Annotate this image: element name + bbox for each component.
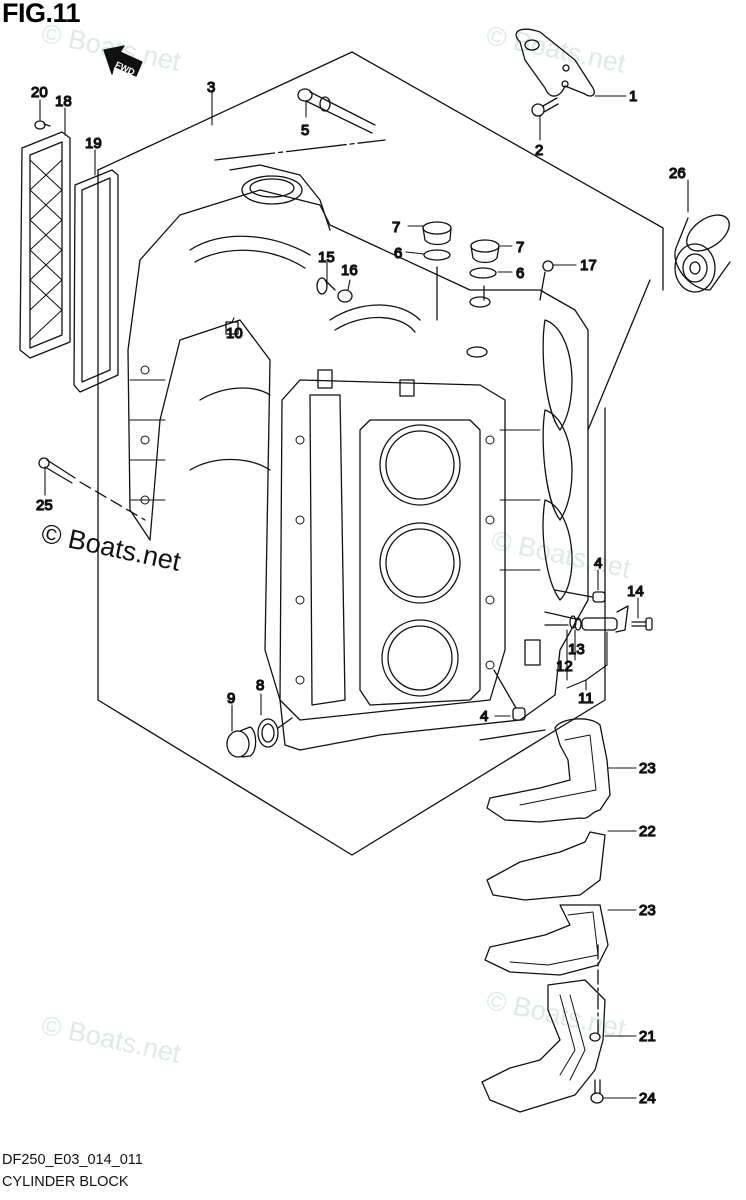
part-7-plug <box>422 221 452 246</box>
callout-6: 6 <box>516 265 524 282</box>
callout-6: 6 <box>394 245 402 262</box>
part-24-bolt <box>590 1079 604 1104</box>
leader-lines <box>39 91 689 1099</box>
callout-11: 11 <box>578 690 594 707</box>
part-8-gasket <box>257 718 279 748</box>
part-6-o-ring <box>469 267 497 279</box>
part-26-oil-filter <box>674 214 731 293</box>
part-4-plug <box>592 591 606 603</box>
callout-24: 24 <box>639 1090 656 1107</box>
callout-13: 13 <box>568 641 585 658</box>
part-2-bolt <box>531 97 559 117</box>
part-19-gasket <box>73 169 119 393</box>
part-1-bracket <box>515 28 595 97</box>
callout-8: 8 <box>256 677 264 694</box>
callout-7: 7 <box>516 239 524 256</box>
cylinder-block <box>127 164 589 751</box>
callout-19: 19 <box>85 135 102 152</box>
callout-25: 25 <box>36 497 53 514</box>
callout-9: 9 <box>227 690 235 707</box>
part-15-fitting <box>316 277 336 295</box>
callout-14: 14 <box>627 583 644 600</box>
part-25-bolt <box>38 457 76 484</box>
callout-5: 5 <box>301 122 309 139</box>
callout-4: 4 <box>594 555 602 572</box>
callout-21: 21 <box>639 1028 656 1045</box>
part-7-plug <box>470 239 500 264</box>
callout-3: 3 <box>207 79 215 96</box>
part-21-plate <box>481 979 606 1113</box>
part-14-bolt <box>631 617 653 631</box>
part-11-valve <box>569 605 629 633</box>
part-17-plug <box>542 260 554 272</box>
callout-16: 16 <box>341 262 358 279</box>
callout-labels: 1 2 3 4 4 5 6 6 7 7 8 9 10 11 12 13 14 1… <box>30 78 686 1107</box>
callout-18: 18 <box>55 93 72 110</box>
callout-1: 1 <box>629 88 637 105</box>
part-9-plug <box>226 726 257 758</box>
figure-name: CYLINDER BLOCK <box>2 1174 129 1190</box>
fwd-arrow-icon: FWD <box>103 45 143 77</box>
callout-23: 23 <box>639 760 656 777</box>
callout-10: 10 <box>226 325 243 342</box>
callout-4: 4 <box>480 708 488 725</box>
callout-2: 2 <box>535 142 543 159</box>
part-23-gasket <box>484 904 609 976</box>
callout-23: 23 <box>639 902 656 919</box>
part-20-bolt <box>34 120 51 130</box>
part-22-gasket <box>486 831 606 901</box>
figure-code: DF250_E03_014_011 <box>2 1152 143 1168</box>
callout-7: 7 <box>392 219 400 236</box>
callout-12: 12 <box>556 658 573 675</box>
part-6-o-ring <box>423 249 451 261</box>
assembly-outline <box>97 51 664 856</box>
callout-15: 15 <box>318 249 335 266</box>
part-4-plug <box>512 707 526 721</box>
callout-20: 20 <box>31 84 48 101</box>
callout-22: 22 <box>639 823 656 840</box>
callout-17: 17 <box>580 257 597 274</box>
figure-title: FIG.11 <box>2 0 81 28</box>
part-23-gasket <box>486 718 611 823</box>
part-5-bolt <box>297 88 376 134</box>
part-18-cover <box>19 131 71 359</box>
part-16-clip <box>337 289 353 303</box>
callout-26: 26 <box>669 165 686 182</box>
